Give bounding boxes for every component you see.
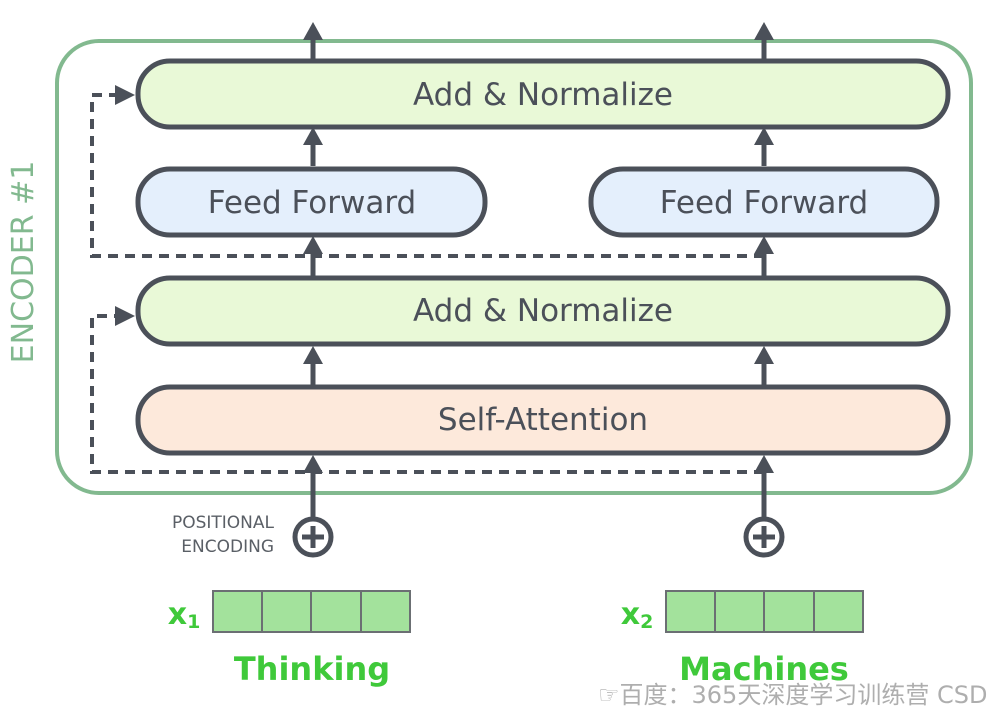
add-normalize-bottom-label: Add & Normalize (413, 293, 673, 329)
feed-forward-left-label: Feed Forward (208, 185, 416, 221)
residual-connection-bottom (90, 314, 764, 474)
input-var: x (621, 597, 640, 632)
encoder-border (55, 39, 973, 495)
self-attention-label: Self-Attention (438, 402, 648, 438)
input-subscript: 1 (187, 611, 200, 633)
arrowhead-icon (303, 346, 323, 364)
add-normalize-top-block: Add & Normalize (135, 58, 951, 130)
arrowhead-icon (303, 236, 323, 254)
positional-encoding-line2: ENCODING (181, 537, 274, 557)
svg-text:x2: x2 (621, 597, 654, 633)
arrowhead-icon (303, 22, 323, 40)
input-var: x (168, 597, 187, 632)
add-icon (743, 516, 785, 558)
input-word: Machines (679, 650, 849, 688)
arrowhead-icon (303, 455, 323, 473)
arrowhead-icon (754, 236, 774, 254)
residual-arrowhead (115, 306, 135, 326)
feed-forward-right-label: Feed Forward (660, 185, 868, 221)
encoder-label: ENCODER #1 (6, 161, 41, 364)
add-normalize-top-label: Add & Normalize (413, 77, 673, 113)
input-x2: x2 Machines (621, 590, 864, 688)
arrowhead-icon (754, 22, 774, 40)
residual-connection-top (90, 93, 764, 258)
feed-forward-left-block: Feed Forward (135, 166, 488, 238)
add-normalize-bottom-block: Add & Normalize (135, 275, 951, 347)
watermark: ☞百度：365天深度学习训练营 CSDN @好名让狗都嫌 (598, 681, 989, 709)
add-icon (292, 516, 334, 558)
self-attention-block: Self-Attention (135, 384, 951, 456)
residual-arrowhead (115, 85, 135, 105)
arrowhead-icon (303, 127, 323, 145)
input-word: Thinking (234, 650, 390, 688)
arrowhead-icon (754, 346, 774, 364)
arrowhead-icon (754, 455, 774, 473)
input-subscript: 2 (640, 611, 653, 633)
input-x1: x1 Thinking (168, 590, 411, 688)
positional-encoding-line1: POSITIONAL (172, 513, 275, 533)
feed-forward-right-block: Feed Forward (588, 166, 940, 238)
flow-arrows (303, 22, 774, 519)
arrowhead-icon (754, 127, 774, 145)
svg-text:x1: x1 (168, 597, 201, 633)
